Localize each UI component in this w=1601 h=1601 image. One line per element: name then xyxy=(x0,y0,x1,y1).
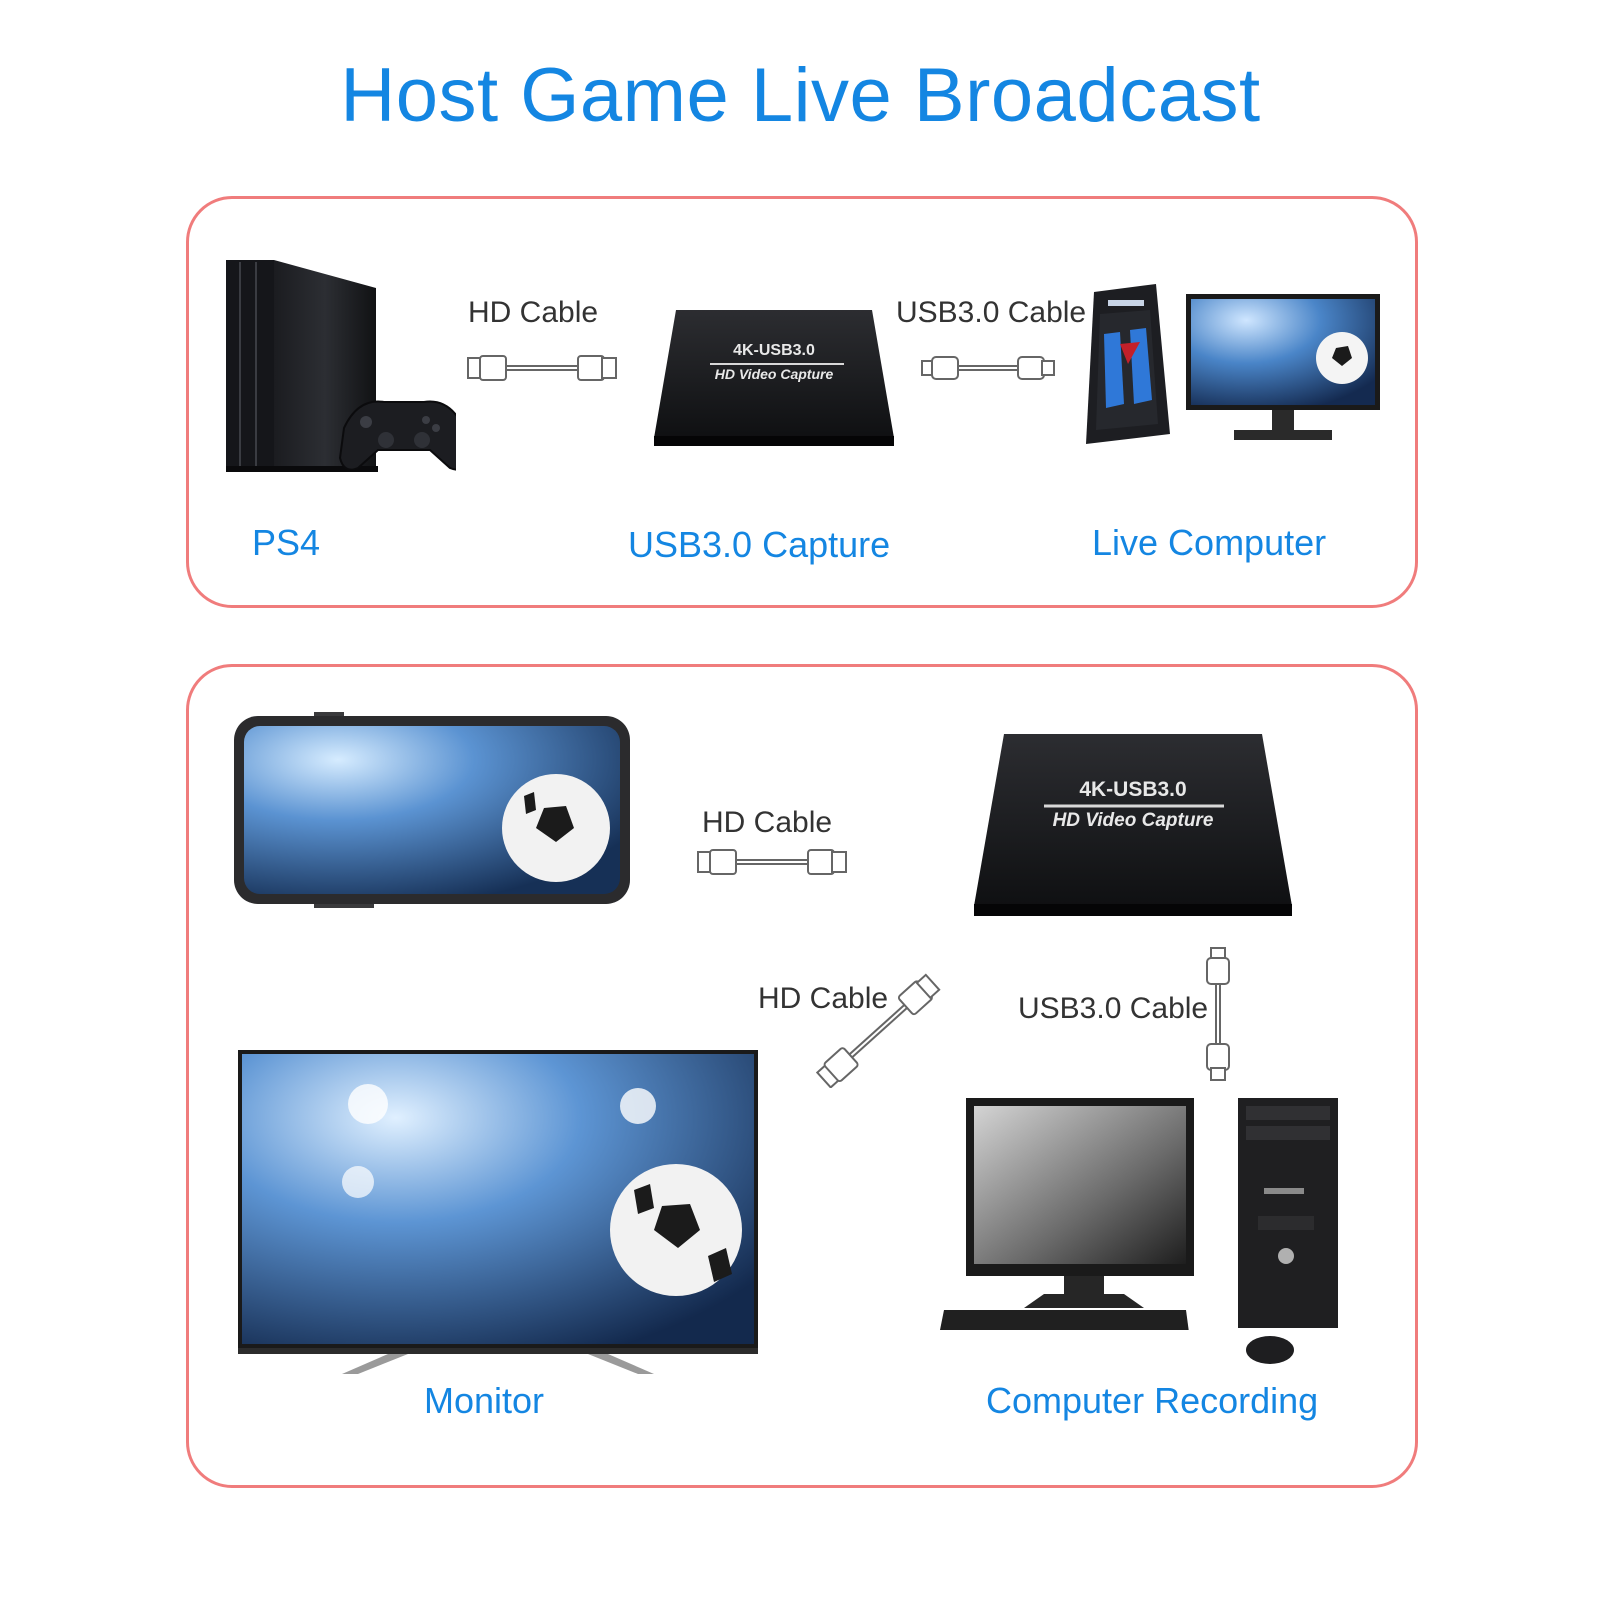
usb-cable-icon xyxy=(920,352,1056,384)
capture-card-model-text: 4K-USB3.0 xyxy=(733,342,815,359)
monitor-label: Monitor xyxy=(424,1380,545,1421)
capture-card-image-bottom: 4K-USB3.0 HD Video Capture xyxy=(974,730,1292,918)
bottom-connection-panel xyxy=(186,664,1418,1488)
page-title: Host Game Live Broadcast xyxy=(340,53,1261,138)
capture-card-image: 4K-USB3.0 HD Video Capture xyxy=(654,306,894,448)
hd-cable-label-bottom: HD Cable xyxy=(702,806,833,839)
ps4-label: PS4 xyxy=(252,522,321,563)
hdmi-cable-icon xyxy=(466,352,618,384)
capture-card-model-text-bottom: 4K-USB3.0 xyxy=(1079,778,1187,801)
live-computer-label: Live Computer xyxy=(1092,522,1327,563)
hdmi-cable-diagonal-icon xyxy=(816,970,950,1088)
hdmi-cable-icon-bottom xyxy=(696,846,848,878)
mouse-image xyxy=(1238,1332,1298,1372)
ps4-console-image xyxy=(226,258,456,483)
hd-cable-label-diagonal: HD Cable xyxy=(758,982,889,1015)
tv-monitor-image xyxy=(238,1050,758,1380)
usb-cable-vertical-icon xyxy=(1202,946,1234,1082)
recording-pc-monitor-image xyxy=(938,1098,1194,1330)
top-connection-panel xyxy=(186,196,1418,608)
recording-pc-tower-image xyxy=(1234,1098,1340,1328)
hd-cable-label: HD Cable xyxy=(468,296,599,329)
capture-card-name-text: HD Video Capture xyxy=(714,366,834,382)
usb-capture-label: USB3.0 Capture xyxy=(628,524,891,565)
usb-cable-label-bottom: USB3.0 Cable xyxy=(1018,992,1209,1025)
computer-recording-label: Computer Recording xyxy=(986,1380,1319,1421)
capture-card-name-text-bottom: HD Video Capture xyxy=(1052,810,1214,831)
gaming-pc-tower-image xyxy=(1080,284,1170,450)
smartphone-image xyxy=(234,712,632,908)
live-computer-monitor-image xyxy=(1186,294,1380,448)
usb-cable-label: USB3.0 Cable xyxy=(896,296,1087,329)
